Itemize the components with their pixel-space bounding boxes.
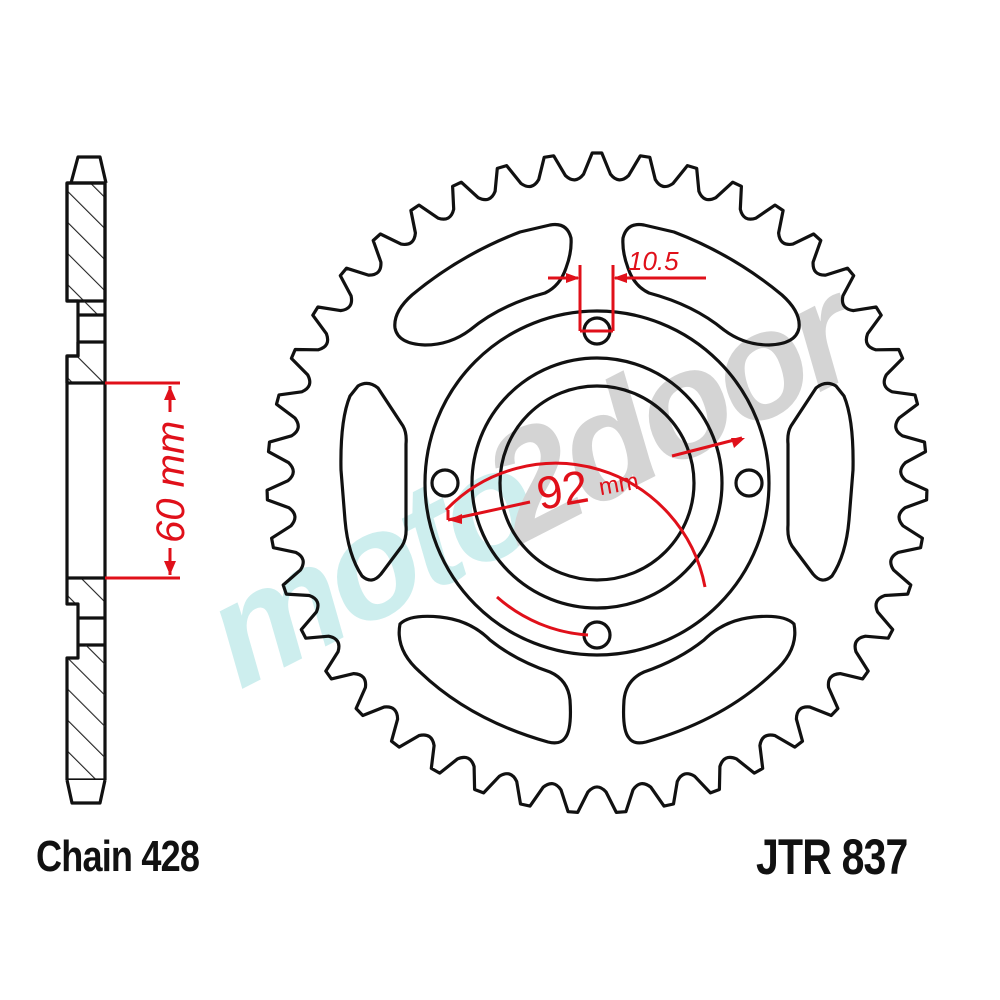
cutout-bottom-right — [621, 614, 797, 745]
sprocket-teeth-outline — [265, 151, 929, 814]
center-bore — [498, 384, 696, 582]
part-number-label: JTR 837 — [756, 829, 908, 885]
bolt-hole-size-label: 10.5 — [628, 246, 679, 276]
cutout-bottom-left — [397, 614, 573, 745]
cutout-top-left — [393, 222, 573, 347]
hub-bore-label: 60 mm — [149, 421, 193, 543]
cutout-right — [786, 381, 855, 582]
side-profile-view — [65, 155, 108, 805]
sprocket-face — [265, 151, 929, 814]
dimension-arrowheads — [448, 273, 745, 524]
bolt-hole-right — [734, 468, 764, 498]
bolt-circle-arc-lower — [496, 595, 589, 637]
middle-ring — [470, 356, 724, 610]
hub-bore-dimension — [105, 381, 180, 580]
cutout-left — [339, 381, 408, 582]
bolt-circle-arc-main — [444, 461, 707, 588]
cutout-top-right — [621, 222, 801, 347]
lightening-cutouts — [339, 222, 855, 745]
watermark-2door: 2door — [456, 242, 892, 575]
outer-ring — [423, 309, 771, 657]
bolt-hole-left — [430, 468, 460, 498]
bolt-circle-value: 92 — [533, 460, 592, 520]
face-dimensions — [444, 265, 743, 637]
chain-size-label: Chain 428 — [36, 832, 200, 881]
